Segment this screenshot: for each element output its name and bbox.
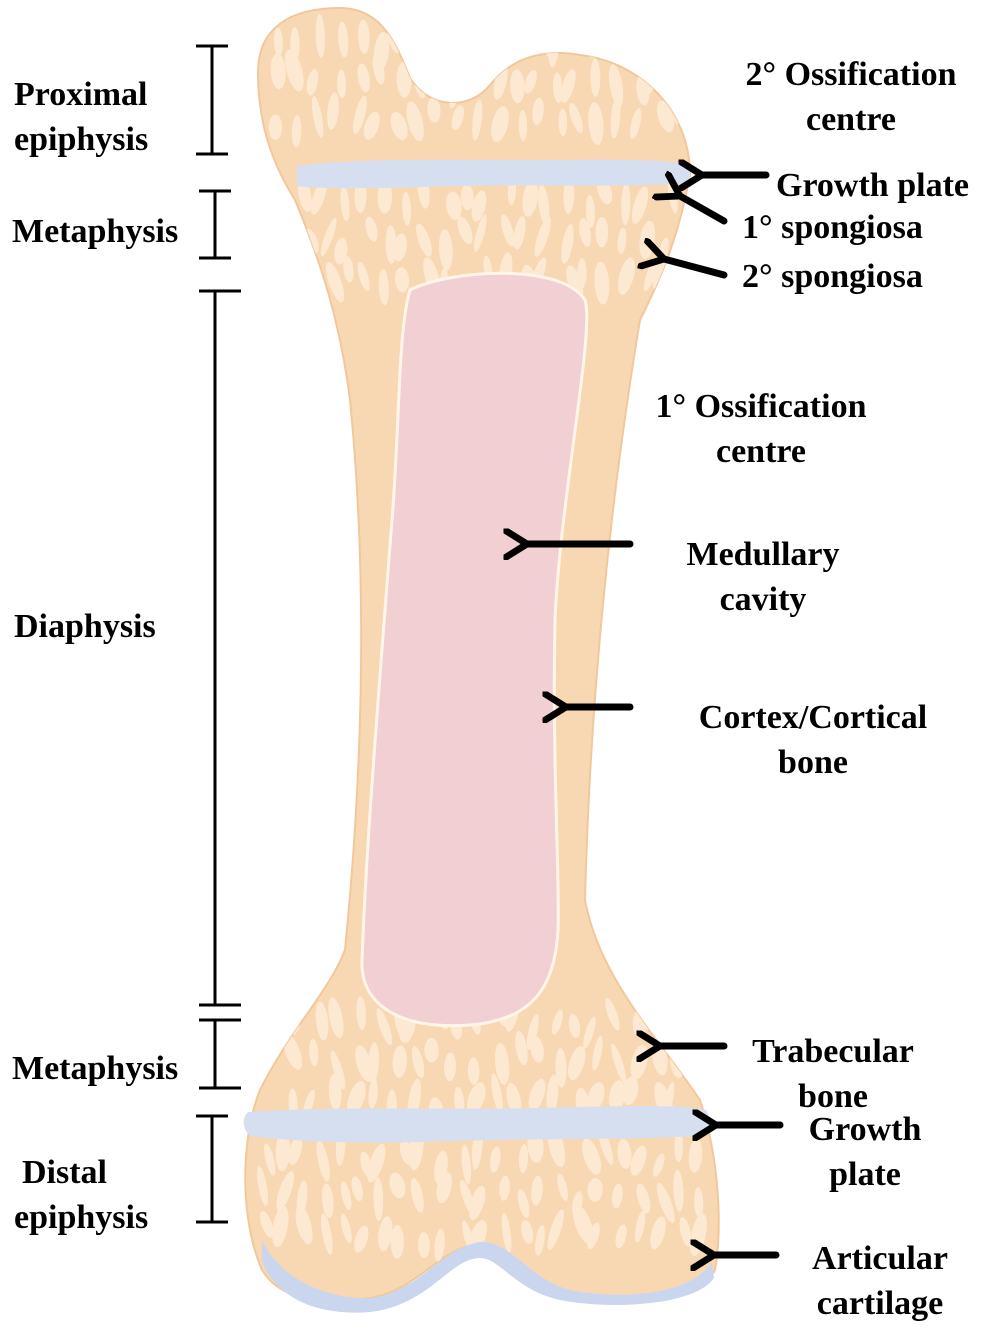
trabecula <box>507 14 526 51</box>
label-articular-cartilage: Articular cartilage <box>790 1236 970 1326</box>
trabecula <box>666 57 685 98</box>
diaphysis-bracket <box>199 291 241 1005</box>
label-secondary-spongiosa: 2° spongiosa <box>742 254 923 299</box>
label-metaphysis-top: Metaphysis <box>12 209 178 254</box>
label-distal-epiphysis: Distal epiphysis <box>14 1150 184 1240</box>
trabecula <box>444 28 459 54</box>
trabecula <box>675 19 693 50</box>
trabecula <box>567 21 588 54</box>
label-trabecular-bone: Trabecular bone <box>734 1029 932 1119</box>
arrow-secondary-spongiosa <box>664 259 724 275</box>
label-proximal-epiphysis: Proximal epiphysis <box>14 72 148 162</box>
trabecula <box>269 114 282 140</box>
metaphysis-top-bracket <box>199 191 231 258</box>
trabecula <box>428 12 448 47</box>
left-brackets <box>196 46 241 1222</box>
distal-epiphysis-bracket <box>196 1116 228 1222</box>
label-primary-ossification-centre: 1° Ossification centre <box>632 384 890 474</box>
label-growth-plate-top: Growth plate <box>776 163 969 208</box>
label-diaphysis: Diaphysis <box>14 604 156 649</box>
trabecula <box>636 24 655 61</box>
trabecula <box>427 53 447 94</box>
label-cortex: Cortex/Cortical bone <box>680 695 946 785</box>
trabecula <box>654 22 669 59</box>
arrow-primary-spongiosa <box>680 196 724 221</box>
trabecula <box>619 31 635 58</box>
label-medullary-cavity: Medullary cavity <box>666 532 860 622</box>
label-metaphysis-bottom: Metaphysis <box>12 1046 178 1091</box>
growth-plate-bottom-region <box>244 1106 710 1143</box>
trabecula <box>464 15 483 47</box>
metaphysis-bottom-bracket <box>199 1020 241 1088</box>
proximal-epiphysis-bracket <box>196 46 228 154</box>
trabecula <box>300 259 318 296</box>
trabecula <box>480 33 503 69</box>
trabecula <box>672 1013 683 1040</box>
label-secondary-ossification-centre: 2° Ossification centre <box>722 52 980 142</box>
label-growth-plate-bottom: Growth plate <box>790 1107 940 1197</box>
growth-plate-top-region <box>297 160 690 189</box>
trabecula <box>585 34 600 59</box>
label-primary-spongiosa: 1° spongiosa <box>742 205 923 250</box>
bone <box>244 8 719 1313</box>
